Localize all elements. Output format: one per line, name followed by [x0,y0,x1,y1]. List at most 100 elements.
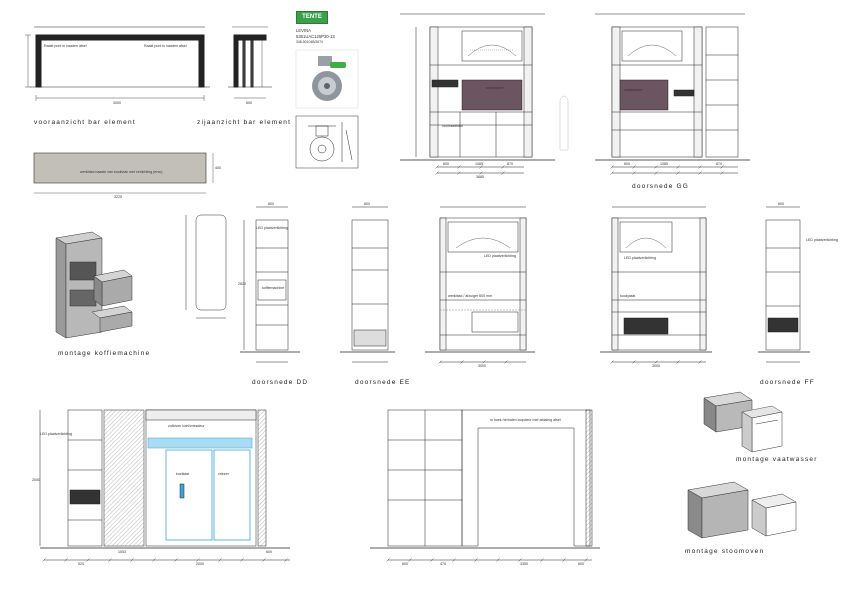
bar-top-beam [35,34,205,41]
title-section-ee: doorsnede EE [355,379,411,386]
dimension-tick [64,558,68,562]
note-bar-left: Raakt punt in kaaden afsel [44,44,87,48]
dimension-tick [496,558,500,562]
caster-drawing [295,115,359,169]
dimension-tick [438,360,442,364]
dimension-tick [632,165,636,169]
dimension-tick [698,360,702,364]
dimension-tick [632,360,636,364]
front-bar-elevation [25,26,210,101]
freezer-door [213,449,251,541]
section-ff [758,206,810,363]
title-section-dd: doorsnede DD [252,379,309,386]
dimension-tick [610,165,614,169]
dim-bottom-d: 2000 [32,478,40,482]
dimension-tick [218,558,222,562]
dim-bottom-b: 2000 [196,562,204,566]
section-ee [340,206,395,363]
coffee-machine-isometric [55,231,133,339]
dim-ff-w: 600 [778,202,784,206]
side-bar-elevation [228,26,272,99]
title-steam-oven: montage stoomoven [685,548,765,555]
dimension-tick [262,558,266,562]
dimension-tick [654,165,658,169]
note-led-5: LED plaatverlichting [624,256,656,260]
note-dishwasher: vaatwasser [624,88,643,92]
dim-top-h: 400 [215,166,221,170]
fridge-door [165,449,213,541]
dim-mid-d: 600 [578,562,584,566]
bar-top-slab [33,152,214,194]
note-cooktop: kookplaat [620,294,636,298]
note-led-4: LED plaatverlichting [40,432,72,436]
section-gg-right [595,13,750,174]
dimension-tick [430,558,434,562]
product-code: 5361UAC125P30-13 [296,34,335,39]
title-coffee: montage koffiemachine [58,350,151,357]
dim-gg-d: 600 [624,162,630,166]
title-section-ff: doorsnede FF [760,379,815,386]
dim-dd-h: 2620 [238,282,246,286]
dimension-tick [452,558,456,562]
dimension-tick [474,558,478,562]
title-section-gg: doorsnede GG [632,183,690,190]
product-name: LEVINA [296,28,311,33]
note-coffee: koffiemachine [262,286,285,290]
dimension-tick [435,165,439,169]
dim-side-w: 600 [246,101,252,105]
dimension-tick [518,558,522,562]
title-front-bar: vooraanzicht bar element [34,119,136,126]
note-fridge: koelkast [176,472,190,476]
dim-mid-c: 3350 [520,562,528,566]
dimension-tick [632,171,636,175]
title-dishwasher: montage vaatwasser [736,456,818,463]
dimension-tick [610,171,614,175]
steam-oven-isometric [687,481,797,539]
dim-mid-a: 600 [402,562,408,566]
dim-ee-total: 3000 [478,364,486,368]
section-dd [240,206,300,363]
dimension-tick [196,558,200,562]
bottom-mid-elevation [370,409,600,561]
dimension-tick [457,171,461,175]
dimension-tick [654,171,658,175]
note-pantry: voorraadkast [442,124,463,128]
dimension-tick [86,558,90,562]
note-led-3: LED plaatverlichting [806,238,838,242]
dimension-tick [435,171,439,175]
dimension-tick [501,165,505,169]
dim-ff-total: 3000 [652,364,660,368]
dim-mid-b: 470 [440,562,446,566]
dim-gg-f: 870 [716,162,722,166]
dimension-tick [108,558,112,562]
dimension-tick [457,165,461,169]
caster-photo [295,49,359,109]
dimension-tick [610,360,614,364]
dim-gg-b: 1085 [475,162,483,166]
dim-front-w: 3000 [113,101,121,105]
dimension-tick [676,360,680,364]
dim-dd-w: 600 [268,202,274,206]
note-built-in-fridge: zuiloven koel/vriesdeur [168,424,205,428]
dim-gg-c: 870 [507,162,513,166]
dimension-tick [42,558,46,562]
dimension-ticks [42,165,724,562]
dimension-tick [130,558,134,562]
dim-bottom-c: 1053 [118,550,126,554]
fridge-side [185,214,227,319]
dimension-tick [479,171,483,175]
dimension-tick [698,171,702,175]
note-worktop: werkblad / afzuiger 600 mm [448,294,493,298]
dimension-tick [676,171,680,175]
bar-right-post [198,34,205,88]
dim-gg-total: 3680 [476,175,484,179]
dimension-tick [676,165,680,169]
dim-ee-w: 600 [364,202,370,206]
dimension-tick [540,558,544,562]
dimension-tick [584,558,588,562]
note-passage: in hoek herhalen loopdeur met afdaling a… [490,418,561,422]
appliance-block [461,79,523,111]
dim-bottom-a: 520 [78,562,84,566]
dimension-tick [698,165,702,169]
note-bar-top: werkblad naaste van kookvlak met verlich… [80,170,163,174]
